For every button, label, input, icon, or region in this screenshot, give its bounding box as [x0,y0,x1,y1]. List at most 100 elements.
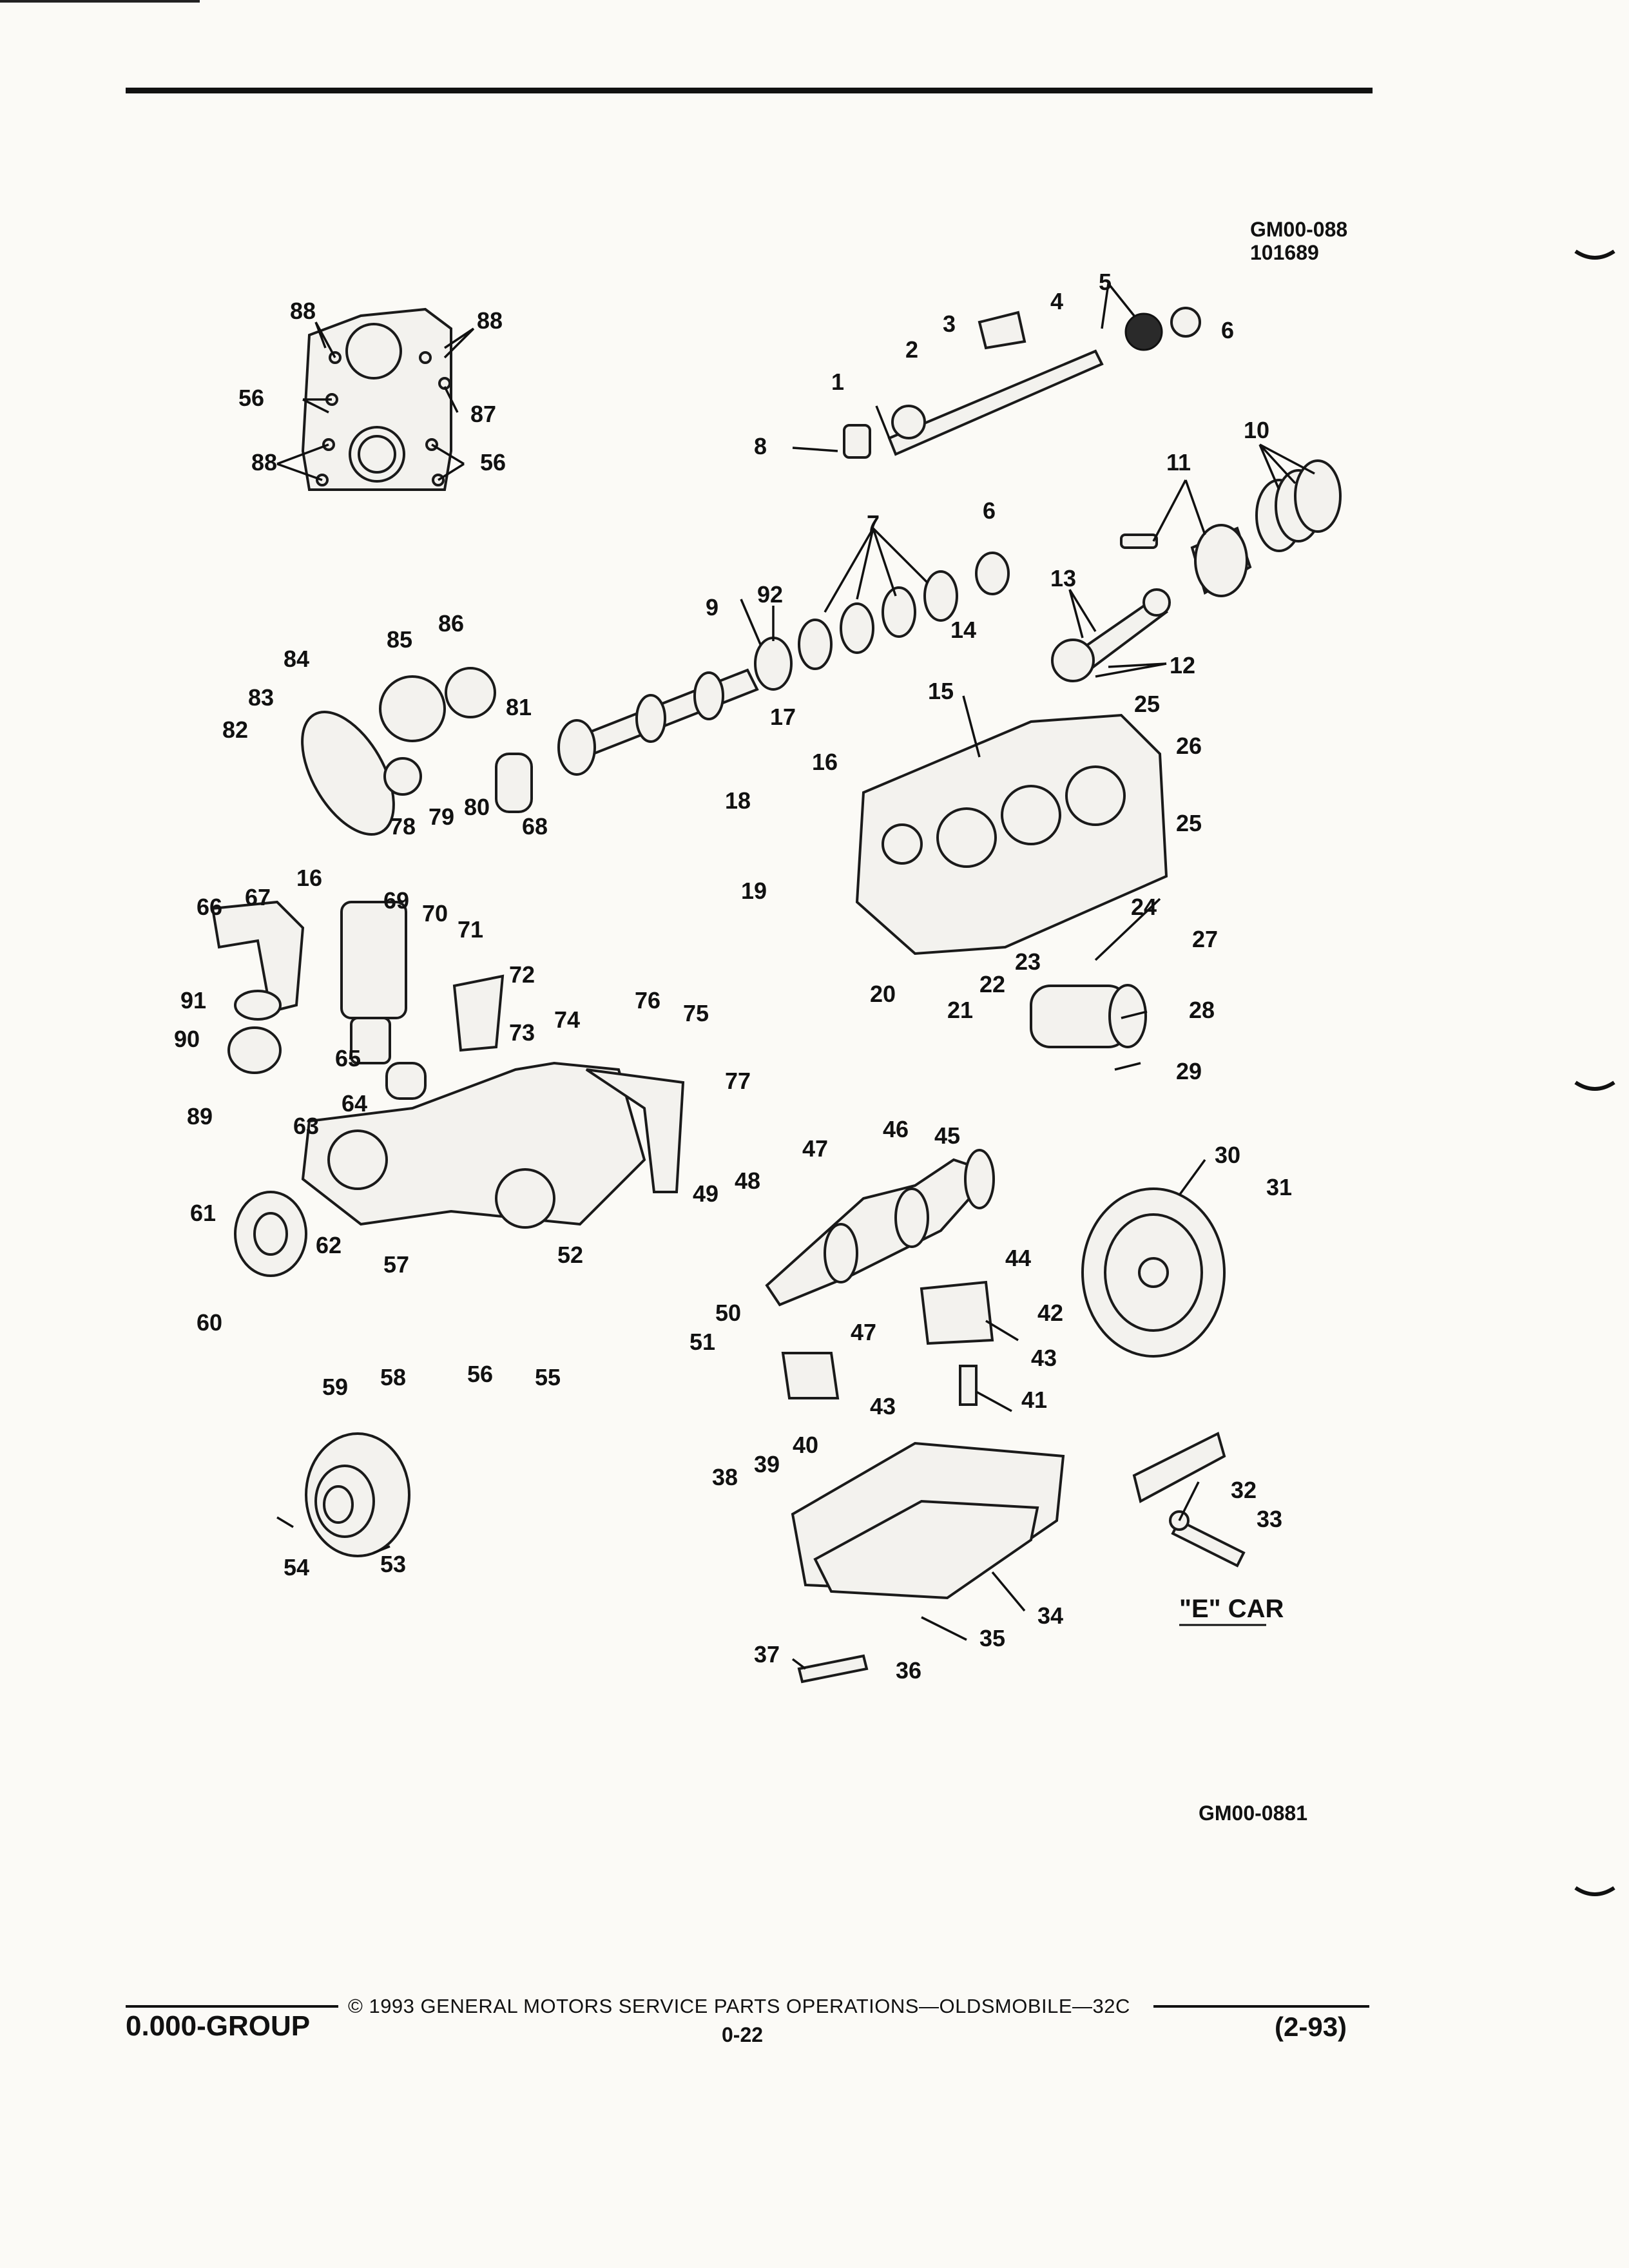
callout-25b: 25 [1176,810,1202,836]
callout-27: 27 [1192,926,1218,952]
engine-block-part [855,713,1168,956]
callout-12: 12 [1170,652,1195,678]
callout-79: 79 [429,803,454,830]
oil-pump-housing-part [211,900,505,1100]
corner-rule [0,0,200,3]
header-rule [126,88,1373,93]
callout-75: 75 [683,1000,709,1026]
footer-rule-left [126,2005,338,2008]
callout-4: 4 [1050,288,1063,314]
binding-mark-icon [1574,249,1615,260]
callout-16b: 16 [296,865,322,891]
callout-14: 14 [950,617,976,643]
callout-30: 30 [1215,1142,1240,1168]
callout-62: 62 [316,1232,342,1258]
callout-85: 85 [387,626,412,653]
callout-50: 50 [715,1300,741,1326]
piston-assembly-part [1120,459,1342,597]
callout-38: 38 [712,1464,738,1490]
callout-40: 40 [793,1432,818,1458]
footer-rule-right [1153,2005,1369,2008]
variant-label: "E" CAR [1179,1595,1284,1623]
callout-64: 64 [342,1090,367,1117]
water-pump-part [301,1061,685,1229]
page-number: 0-22 [722,2023,764,2046]
callout-56: 56 [467,1361,493,1387]
callout-48: 48 [735,1168,760,1194]
callout-45: 45 [934,1122,960,1149]
callout-8: 8 [754,433,767,459]
callout-9: 9 [706,594,718,620]
callout-47: 47 [802,1135,828,1162]
callout-17: 17 [770,704,796,730]
footer-group: 0.000-GROUP [126,2010,311,2042]
callout-71: 71 [458,916,483,943]
camshaft-part [557,552,1010,776]
callout-31: 31 [1266,1174,1292,1200]
callout-82: 82 [222,716,248,743]
e-car-detail-part [1132,1432,1246,1568]
diagram-reference: GM00-088 101689 [1250,218,1347,264]
callout-67: 67 [245,884,271,910]
crankshaft-part [765,1149,995,1307]
callout-10: 10 [1244,417,1269,443]
crank-pulley-part [234,1191,307,1277]
callout-90: 90 [174,1026,200,1052]
bearing-caps-part [781,1280,994,1406]
callout-36: 36 [896,1657,921,1684]
callout-23: 23 [1015,948,1041,975]
callout-72: 72 [509,961,535,988]
callout-88: 88 [290,298,316,324]
callout-59: 59 [322,1374,348,1400]
callout-78: 78 [390,813,416,840]
callout-70: 70 [422,900,448,927]
callout-1: 1 [831,369,844,395]
binding-mark-icon [1574,1081,1615,1091]
callout-51: 51 [689,1329,715,1355]
callout-80: 80 [464,794,490,820]
callout-5: 5 [1099,269,1112,295]
callout-91: 91 [180,987,206,1014]
callout-24: 24 [1131,894,1157,920]
callout-73: 73 [509,1019,535,1046]
callout-22: 22 [979,971,1005,997]
callout-68: 68 [522,813,548,840]
callout-28: 28 [1189,997,1215,1023]
callout-53: 53 [380,1551,406,1577]
callout-61: 61 [190,1200,216,1226]
callout-44: 44 [1005,1245,1031,1271]
callout-15: 15 [928,678,954,704]
callout-32: 32 [1231,1477,1257,1503]
callout-11: 11 [1166,449,1191,476]
oil-pan-part [791,1441,1065,1684]
callout-6b: 6 [983,497,996,524]
callout-47b: 47 [851,1319,876,1345]
callout-37: 37 [754,1641,780,1667]
callout-81: 81 [506,694,532,720]
callout-63: 63 [293,1113,319,1139]
callout-19: 19 [741,878,767,904]
callout-58: 58 [380,1364,406,1390]
callout-18: 18 [725,787,751,814]
callout-89: 89 [187,1103,213,1129]
callout-86: 86 [438,610,464,637]
callout-84: 84 [284,646,309,672]
callout-33: 33 [1257,1506,1282,1532]
diagram-bottom-reference: GM00-0881 [1199,1802,1307,1825]
callout-77: 77 [725,1068,751,1094]
callout-6: 6 [1221,317,1234,343]
callout-76: 76 [635,987,660,1014]
callout-74: 74 [554,1006,580,1033]
callout-16: 16 [812,749,838,775]
harmonic-balancer-part [305,1432,410,1557]
callout-2: 2 [905,336,918,363]
callout-66: 66 [197,894,222,920]
callout-56c: 56 [480,449,506,476]
callout-65: 65 [335,1045,361,1072]
footer-date-code: (2-93) [1275,2012,1347,2042]
callout-92: 92 [757,581,783,608]
front-cover-part [301,307,452,491]
callout-43b: 43 [870,1393,896,1419]
callout-20: 20 [870,981,896,1007]
callout-46: 46 [883,1116,909,1142]
